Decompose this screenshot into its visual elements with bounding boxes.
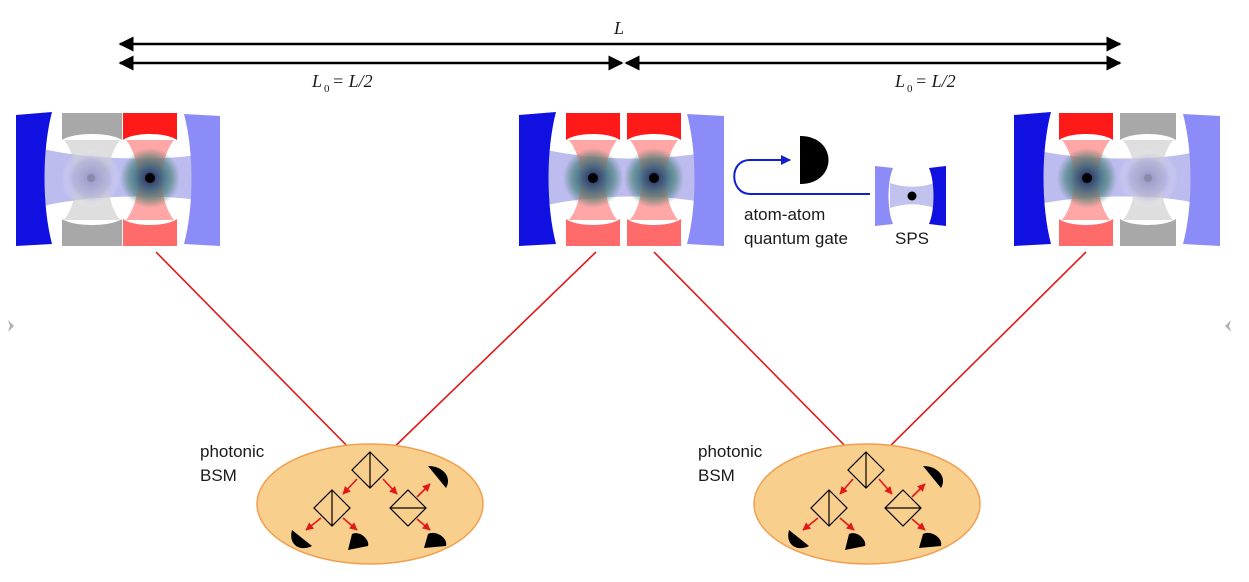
left-bsm-ellipse xyxy=(256,443,484,565)
right-bsm-ellipse xyxy=(753,443,981,565)
sps-dark-mirror xyxy=(929,166,946,226)
right-node-blue-beam xyxy=(1030,148,1206,207)
left-half-label: L 0 = L/2 xyxy=(311,71,373,95)
left-bsm-label-line1: photonic xyxy=(200,442,265,461)
middle-node-dark-mirror xyxy=(519,112,556,246)
left-node-pink-mirror-bottom xyxy=(123,219,177,246)
svg-text:= L/2: = L/2 xyxy=(332,71,373,91)
right-node-pink-mirror-bottom xyxy=(1059,219,1113,246)
svg-text:0: 0 xyxy=(907,83,913,95)
left-node-gray-mirror-bottom xyxy=(62,219,122,246)
left-bsm-polarizer-left xyxy=(313,489,351,527)
photon-path-2 xyxy=(384,251,597,457)
total-length-label: L xyxy=(613,18,624,38)
left-bsm-label-line2: BSM xyxy=(200,466,237,485)
middle-node xyxy=(519,112,724,246)
left-node-gray-atom xyxy=(87,174,95,182)
right-node-red-mirror-top xyxy=(1059,113,1113,140)
gate-label-line1: atom-atom xyxy=(744,205,825,224)
right-node-atom xyxy=(1082,173,1092,183)
middle-node-atom-2 xyxy=(649,173,659,183)
sps-light-mirror xyxy=(875,166,893,226)
right-edge-marker xyxy=(1225,320,1231,332)
right-bsm: photonic BSM xyxy=(698,442,981,565)
dimension-arrows: L L 0 = L/2 L 0 = L/2 xyxy=(118,18,1122,95)
right-node-light-mirror xyxy=(1183,114,1220,246)
middle-node-red-mirror-top-2 xyxy=(627,113,681,140)
left-node xyxy=(16,112,220,246)
right-bsm-detector-2 xyxy=(845,533,866,550)
sps-label: SPS xyxy=(895,229,929,248)
right-bsm-detector-1 xyxy=(788,530,809,549)
right-bsm-label-line1: photonic xyxy=(698,442,763,461)
gate-feedback: atom-atom quantum gate xyxy=(733,136,870,248)
left-bsm-detector-4 xyxy=(424,532,447,548)
left-node-red-mirror-top xyxy=(123,113,177,140)
gate-label-line2: quantum gate xyxy=(744,229,848,248)
right-node-gray-mirror-bottom xyxy=(1120,219,1176,246)
svg-text:= L/2: = L/2 xyxy=(915,71,956,91)
feedback-loop xyxy=(733,155,870,195)
left-bsm-detector-2 xyxy=(348,533,369,550)
left-bsm: photonic BSM xyxy=(200,442,484,565)
sps-atom xyxy=(907,191,917,201)
middle-node-pink-mirror-bottom-1 xyxy=(566,219,620,246)
svg-text:0: 0 xyxy=(324,83,330,95)
right-bsm-detector-4 xyxy=(919,532,942,548)
right-bsm-red-arrows xyxy=(802,478,926,531)
detector-icon xyxy=(800,136,829,184)
single-photon-source: SPS xyxy=(875,166,946,248)
photon-path-1 xyxy=(155,251,358,457)
middle-node-pink-mirror-bottom-2 xyxy=(627,219,681,246)
middle-node-light-mirror xyxy=(687,114,724,246)
left-edge-marker xyxy=(8,320,14,332)
right-bsm-detector-3 xyxy=(923,466,943,488)
right-node xyxy=(1014,112,1220,246)
svg-text:L: L xyxy=(311,71,322,91)
right-bsm-polarizer-left xyxy=(810,489,848,527)
left-bsm-beam-splitter-top xyxy=(351,451,389,489)
left-bsm-red-arrows xyxy=(305,478,431,531)
middle-node-red-mirror-top-1 xyxy=(566,113,620,140)
left-node-light-mirror xyxy=(184,114,220,246)
left-node-dark-mirror xyxy=(16,112,52,246)
left-bsm-detector-3 xyxy=(428,466,448,488)
photon-paths xyxy=(155,251,1087,457)
svg-text:L: L xyxy=(894,71,905,91)
left-node-atom xyxy=(145,173,155,183)
right-node-gray-atom xyxy=(1144,174,1152,182)
right-bsm-beam-splitter-top xyxy=(847,451,885,489)
photon-path-4 xyxy=(879,251,1087,457)
left-bsm-polarizer-right xyxy=(389,489,427,527)
photon-path-3 xyxy=(653,251,856,457)
right-node-dark-mirror xyxy=(1014,112,1051,246)
middle-node-atom-1 xyxy=(588,173,598,183)
right-bsm-label-line2: BSM xyxy=(698,466,735,485)
right-node-gray-mirror-top xyxy=(1120,113,1176,140)
left-node-gray-mirror-top xyxy=(62,113,122,140)
left-bsm-detector-1 xyxy=(291,530,312,549)
right-bsm-polarizer-right xyxy=(884,489,922,527)
right-half-label: L 0 = L/2 xyxy=(894,71,956,95)
